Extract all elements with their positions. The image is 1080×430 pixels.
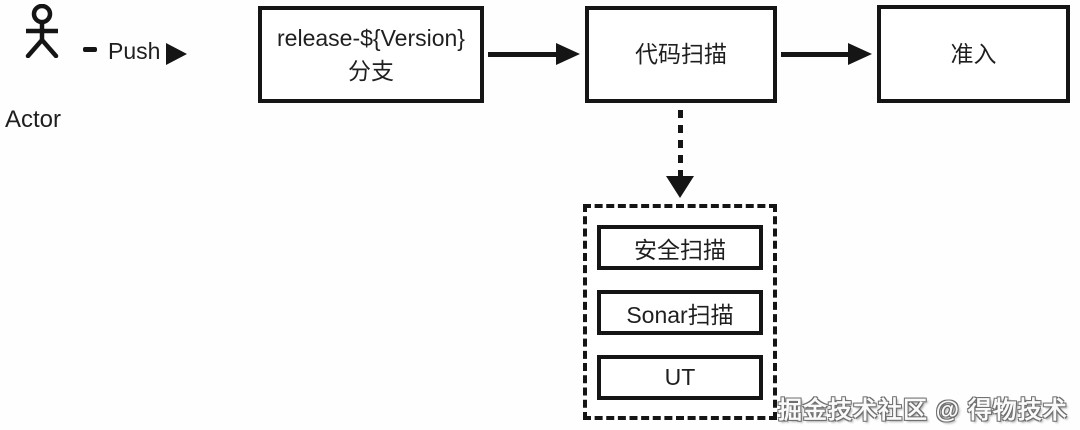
push-edge-line xyxy=(83,47,97,52)
node-release-branch: release-${Version}分支 xyxy=(258,6,484,103)
node-admission: 准入 xyxy=(877,5,1070,103)
arrow-down-icon xyxy=(666,176,694,198)
node-sonar-scan-label: Sonar扫描 xyxy=(626,301,734,328)
arrow-codescan-to-admission-line xyxy=(781,52,849,57)
push-arrowhead-icon xyxy=(166,43,187,65)
watermark: 掘金技术社区 @ 得物技术 xyxy=(778,397,1068,424)
node-release-branch-label: release-${Version}分支 xyxy=(277,25,465,84)
scan-group-container: 安全扫描 Sonar扫描 UT xyxy=(583,204,777,420)
node-sonar-scan: Sonar扫描 xyxy=(597,290,763,335)
actor-label: Actor xyxy=(5,106,62,133)
arrow-right-icon xyxy=(848,43,872,65)
node-security-scan-label: 安全扫描 xyxy=(634,236,726,263)
node-code-scan-label: 代码扫描 xyxy=(635,41,727,68)
node-code-scan: 代码扫描 xyxy=(585,6,777,103)
node-ut-label: UT xyxy=(664,364,696,390)
actor-icon xyxy=(25,4,59,58)
node-admission-label: 准入 xyxy=(950,40,997,67)
arrow-release-to-codescan-line xyxy=(488,52,558,57)
node-ut: UT xyxy=(597,355,763,400)
arrow-right-icon xyxy=(556,43,580,65)
dashed-arrow-codescan-to-group-line xyxy=(678,110,683,177)
node-security-scan: 安全扫描 xyxy=(597,225,763,270)
push-edge-label: Push xyxy=(108,38,161,64)
